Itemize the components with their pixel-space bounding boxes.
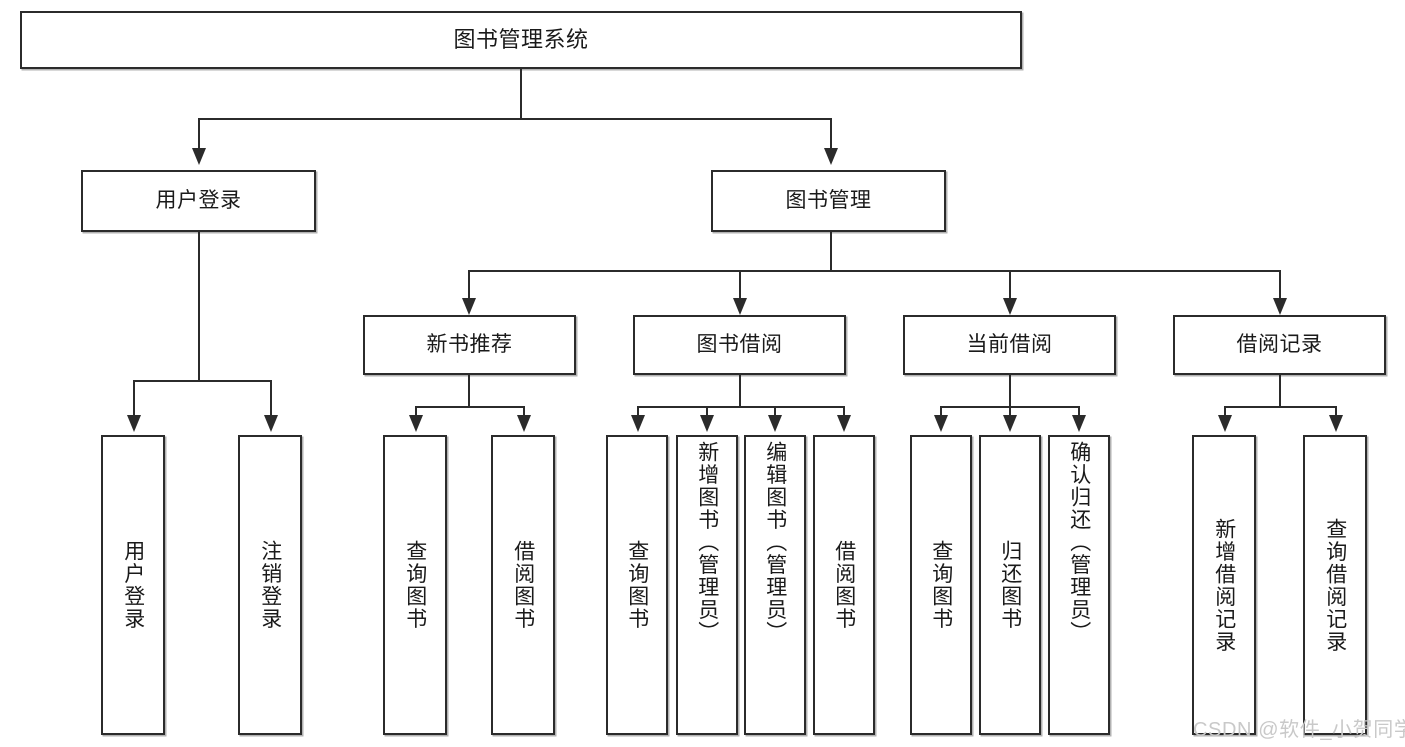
leaf-label: 注销登录 — [258, 540, 282, 630]
connector-drop-bb-edit — [774, 406, 776, 417]
arrowhead-nb-borrow — [517, 415, 531, 432]
connector-drop-leaf-logout — [270, 380, 272, 417]
arrowhead-book-management — [824, 148, 838, 165]
connector-drop-cb-return — [1009, 406, 1011, 417]
arrowhead-cb-query — [934, 415, 948, 432]
leaf-label: 查询图书 — [403, 540, 427, 630]
arrowhead-bb-add — [700, 415, 714, 432]
leaf-cb-query-book[interactable]: 查询图书 — [910, 435, 972, 735]
leaf-cb-return-book[interactable]: 归还图书 — [979, 435, 1041, 735]
leaf-label: 新增图书（管理员） — [695, 441, 719, 644]
node-borrow-record[interactable]: 借阅记录 — [1173, 315, 1386, 375]
leaf-label: 借阅图书 — [832, 540, 856, 630]
connector-drop-cb-query — [940, 406, 942, 417]
leaf-br-query-record[interactable]: 查询借阅记录 — [1303, 435, 1367, 735]
arrowhead-leaf-user-login — [127, 415, 141, 432]
node-label: 用户登录 — [155, 188, 242, 212]
leaf-bb-edit-book-admin[interactable]: 编辑图书（管理员） — [744, 435, 806, 735]
node-label: 新书推荐 — [426, 332, 513, 356]
arrowhead-nb-query — [409, 415, 423, 432]
connector-drop-nb-query — [415, 406, 417, 417]
connector-drop-book-borrow — [739, 270, 741, 300]
arrowhead-br-add — [1218, 415, 1232, 432]
connector-book-management-stem — [830, 232, 832, 270]
node-book-management[interactable]: 图书管理 — [711, 170, 946, 232]
node-label: 图书借阅 — [696, 332, 783, 356]
leaf-user-login[interactable]: 用户登录 — [101, 435, 165, 735]
connector-book-borrow-bus — [637, 406, 844, 408]
node-user-login[interactable]: 用户登录 — [81, 170, 316, 232]
connector-drop-br-query — [1335, 406, 1337, 417]
connector-drop-borrow-record — [1279, 270, 1281, 300]
node-root-book-management-system[interactable]: 图书管理系统 — [20, 11, 1022, 69]
connector-new-book-bus — [415, 406, 525, 408]
leaf-nb-query-book[interactable]: 查询图书 — [383, 435, 447, 735]
leaf-br-add-record[interactable]: 新增借阅记录 — [1192, 435, 1256, 735]
node-label: 图书管理 — [785, 188, 872, 212]
arrowhead-bb-query — [631, 415, 645, 432]
watermark-text: CSDN @软件_小贺同学 — [1193, 719, 1405, 741]
connector-root-stem — [520, 69, 522, 118]
connector-current-borrow-stem — [1009, 375, 1011, 406]
connector-user-login-bus — [133, 380, 271, 382]
connector-borrow-record-bus — [1224, 406, 1337, 408]
leaf-label: 查询借阅记录 — [1323, 517, 1347, 653]
node-label: 借阅记录 — [1236, 332, 1323, 356]
arrowhead-current-borrow — [1003, 298, 1017, 315]
connector-level3-bus — [468, 270, 1281, 272]
connector-drop-current-borrow — [1009, 270, 1011, 300]
node-current-borrow[interactable]: 当前借阅 — [903, 315, 1116, 375]
arrowhead-book-borrow — [733, 298, 747, 315]
arrowhead-bb-borrow — [837, 415, 851, 432]
arrowhead-cb-confirm — [1072, 415, 1086, 432]
connector-drop-bb-add — [706, 406, 708, 417]
arrowhead-borrow-record — [1273, 298, 1287, 315]
node-label: 当前借阅 — [966, 332, 1053, 356]
arrowhead-new-book — [462, 298, 476, 315]
node-new-book-recommend[interactable]: 新书推荐 — [363, 315, 576, 375]
leaf-bb-query-book[interactable]: 查询图书 — [606, 435, 668, 735]
connector-new-book-stem — [468, 375, 470, 406]
connector-borrow-record-stem — [1279, 375, 1281, 406]
arrowhead-cb-return — [1003, 415, 1017, 432]
leaf-logout[interactable]: 注销登录 — [238, 435, 302, 735]
node-book-borrow[interactable]: 图书借阅 — [633, 315, 846, 375]
leaf-label: 新增借阅记录 — [1212, 517, 1236, 653]
leaf-label: 查询图书 — [625, 540, 649, 630]
connector-user-login-stem — [198, 232, 200, 380]
connector-drop-user-login — [198, 118, 200, 150]
connector-level2-bus — [198, 118, 832, 120]
connector-book-borrow-stem — [739, 375, 741, 406]
arrowhead-bb-edit — [768, 415, 782, 432]
arrowhead-leaf-logout — [264, 415, 278, 432]
node-label: 图书管理系统 — [453, 27, 589, 53]
leaf-label: 编辑图书（管理员） — [763, 441, 787, 644]
leaf-label: 查询图书 — [929, 540, 953, 630]
connector-drop-book-management — [830, 118, 832, 150]
connector-drop-cb-confirm — [1078, 406, 1080, 417]
connector-drop-nb-borrow — [523, 406, 525, 417]
csdn-watermark: CSDN @软件_小贺同学 — [1193, 713, 1405, 742]
connector-drop-bb-borrow — [843, 406, 845, 417]
connector-drop-bb-query — [637, 406, 639, 417]
leaf-label: 借阅图书 — [511, 540, 535, 630]
leaf-label: 归还图书 — [998, 540, 1022, 630]
arrowhead-user-login — [192, 148, 206, 165]
leaf-cb-confirm-return-admin[interactable]: 确认归还（管理员） — [1048, 435, 1110, 735]
leaf-bb-add-book-admin[interactable]: 新增图书（管理员） — [676, 435, 738, 735]
leaf-bb-borrow-book[interactable]: 借阅图书 — [813, 435, 875, 735]
leaf-label: 确认归还（管理员） — [1067, 441, 1091, 644]
connector-drop-br-add — [1224, 406, 1226, 417]
connector-drop-leaf-user-login — [133, 380, 135, 417]
leaf-nb-borrow-book[interactable]: 借阅图书 — [491, 435, 555, 735]
leaf-label: 用户登录 — [121, 540, 145, 630]
connector-drop-new-book — [468, 270, 470, 300]
arrowhead-br-query — [1329, 415, 1343, 432]
